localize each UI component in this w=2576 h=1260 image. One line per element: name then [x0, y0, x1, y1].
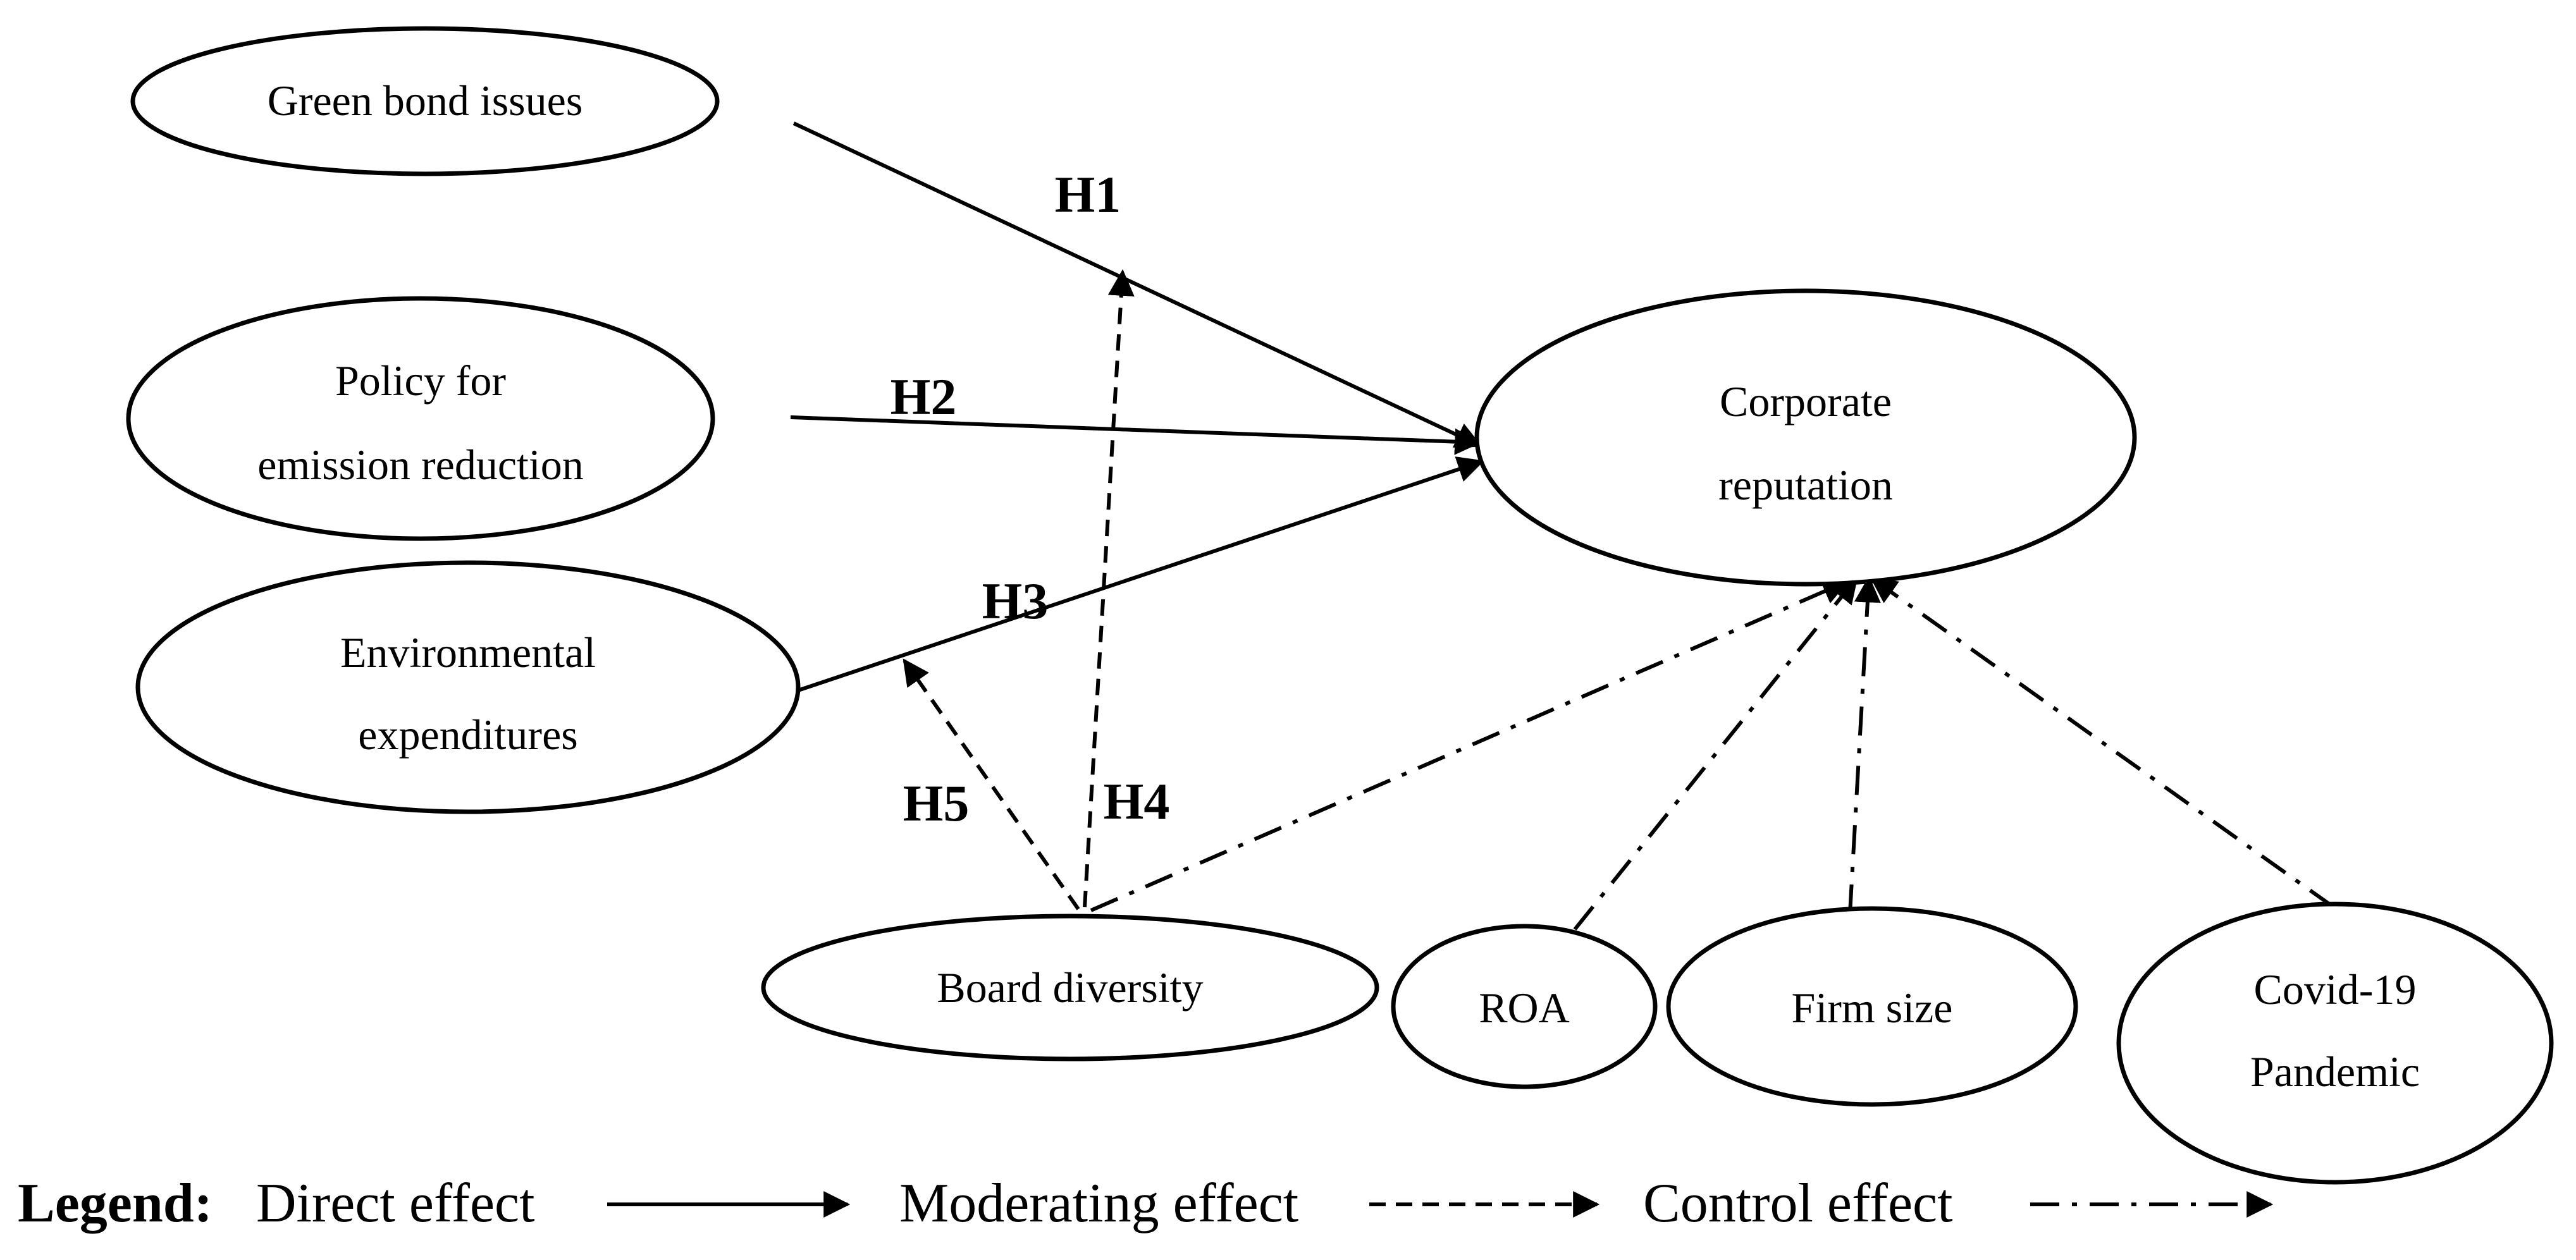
legend-control-label: Control effect	[1643, 1173, 1953, 1234]
legend-heading: Legend:	[18, 1173, 213, 1234]
node-policy-label-line2: emission reduction	[257, 441, 584, 489]
legend-moderating-label: Moderating effect	[899, 1173, 1298, 1234]
node-firm-size-label: Firm size	[1792, 984, 1953, 1032]
edge-roa-control	[1573, 576, 1858, 931]
node-board-diversity: Board diversity	[761, 914, 1379, 1061]
node-covid-label-line1: Covid-19	[2254, 965, 2417, 1013]
hypothesis-label-h1: H1	[1055, 166, 1121, 223]
legend: Legend: Direct effect Moderating effect …	[18, 1173, 2274, 1234]
node-roa-label: ROA	[1479, 984, 1570, 1032]
hypothesis-label-h4: H4	[1104, 773, 1170, 830]
node-board-label: Board diversity	[937, 963, 1203, 1012]
hypothesis-label-h2: H2	[891, 368, 957, 425]
hypothesis-label-h3: H3	[982, 572, 1049, 630]
node-policy-emission-reduction: Policy for emission reduction	[126, 296, 715, 541]
node-firm-size: Firm size	[1666, 906, 2078, 1107]
edge-h3-direct	[798, 456, 1484, 692]
edge-firmsize-control	[1848, 575, 1881, 914]
node-policy-label-line1: Policy for	[335, 357, 506, 405]
node-environmental-expenditures: Environmental expenditures	[135, 560, 801, 814]
node-env-label-line1: Environmental	[340, 628, 596, 676]
edge-h1-direct	[792, 121, 1482, 448]
node-reputation-label-line2: reputation	[1718, 461, 1893, 509]
edge-h2-direct	[790, 415, 1482, 455]
edge-board-control	[1090, 578, 1849, 912]
node-covid-label-line2: Pandemic	[2250, 1048, 2420, 1096]
node-roa: ROA	[1391, 924, 1658, 1089]
edge-h5-moderating	[903, 658, 1080, 910]
hypothesis-label-h5: H5	[903, 774, 970, 832]
node-env-label-line2: expenditures	[358, 711, 577, 759]
legend-direct-label: Direct effect	[256, 1173, 535, 1234]
edge-covid-control	[1870, 577, 2335, 909]
node-green-bond-issues-label: Green bond issues	[268, 76, 583, 125]
node-reputation-label-line1: Corporate	[1720, 377, 1892, 425]
node-green-bond-issues: Green bond issues	[130, 26, 720, 176]
node-corporate-reputation: Corporate reputation	[1474, 288, 2137, 587]
node-covid-pandemic: Covid-19 Pandemic	[2116, 902, 2554, 1185]
